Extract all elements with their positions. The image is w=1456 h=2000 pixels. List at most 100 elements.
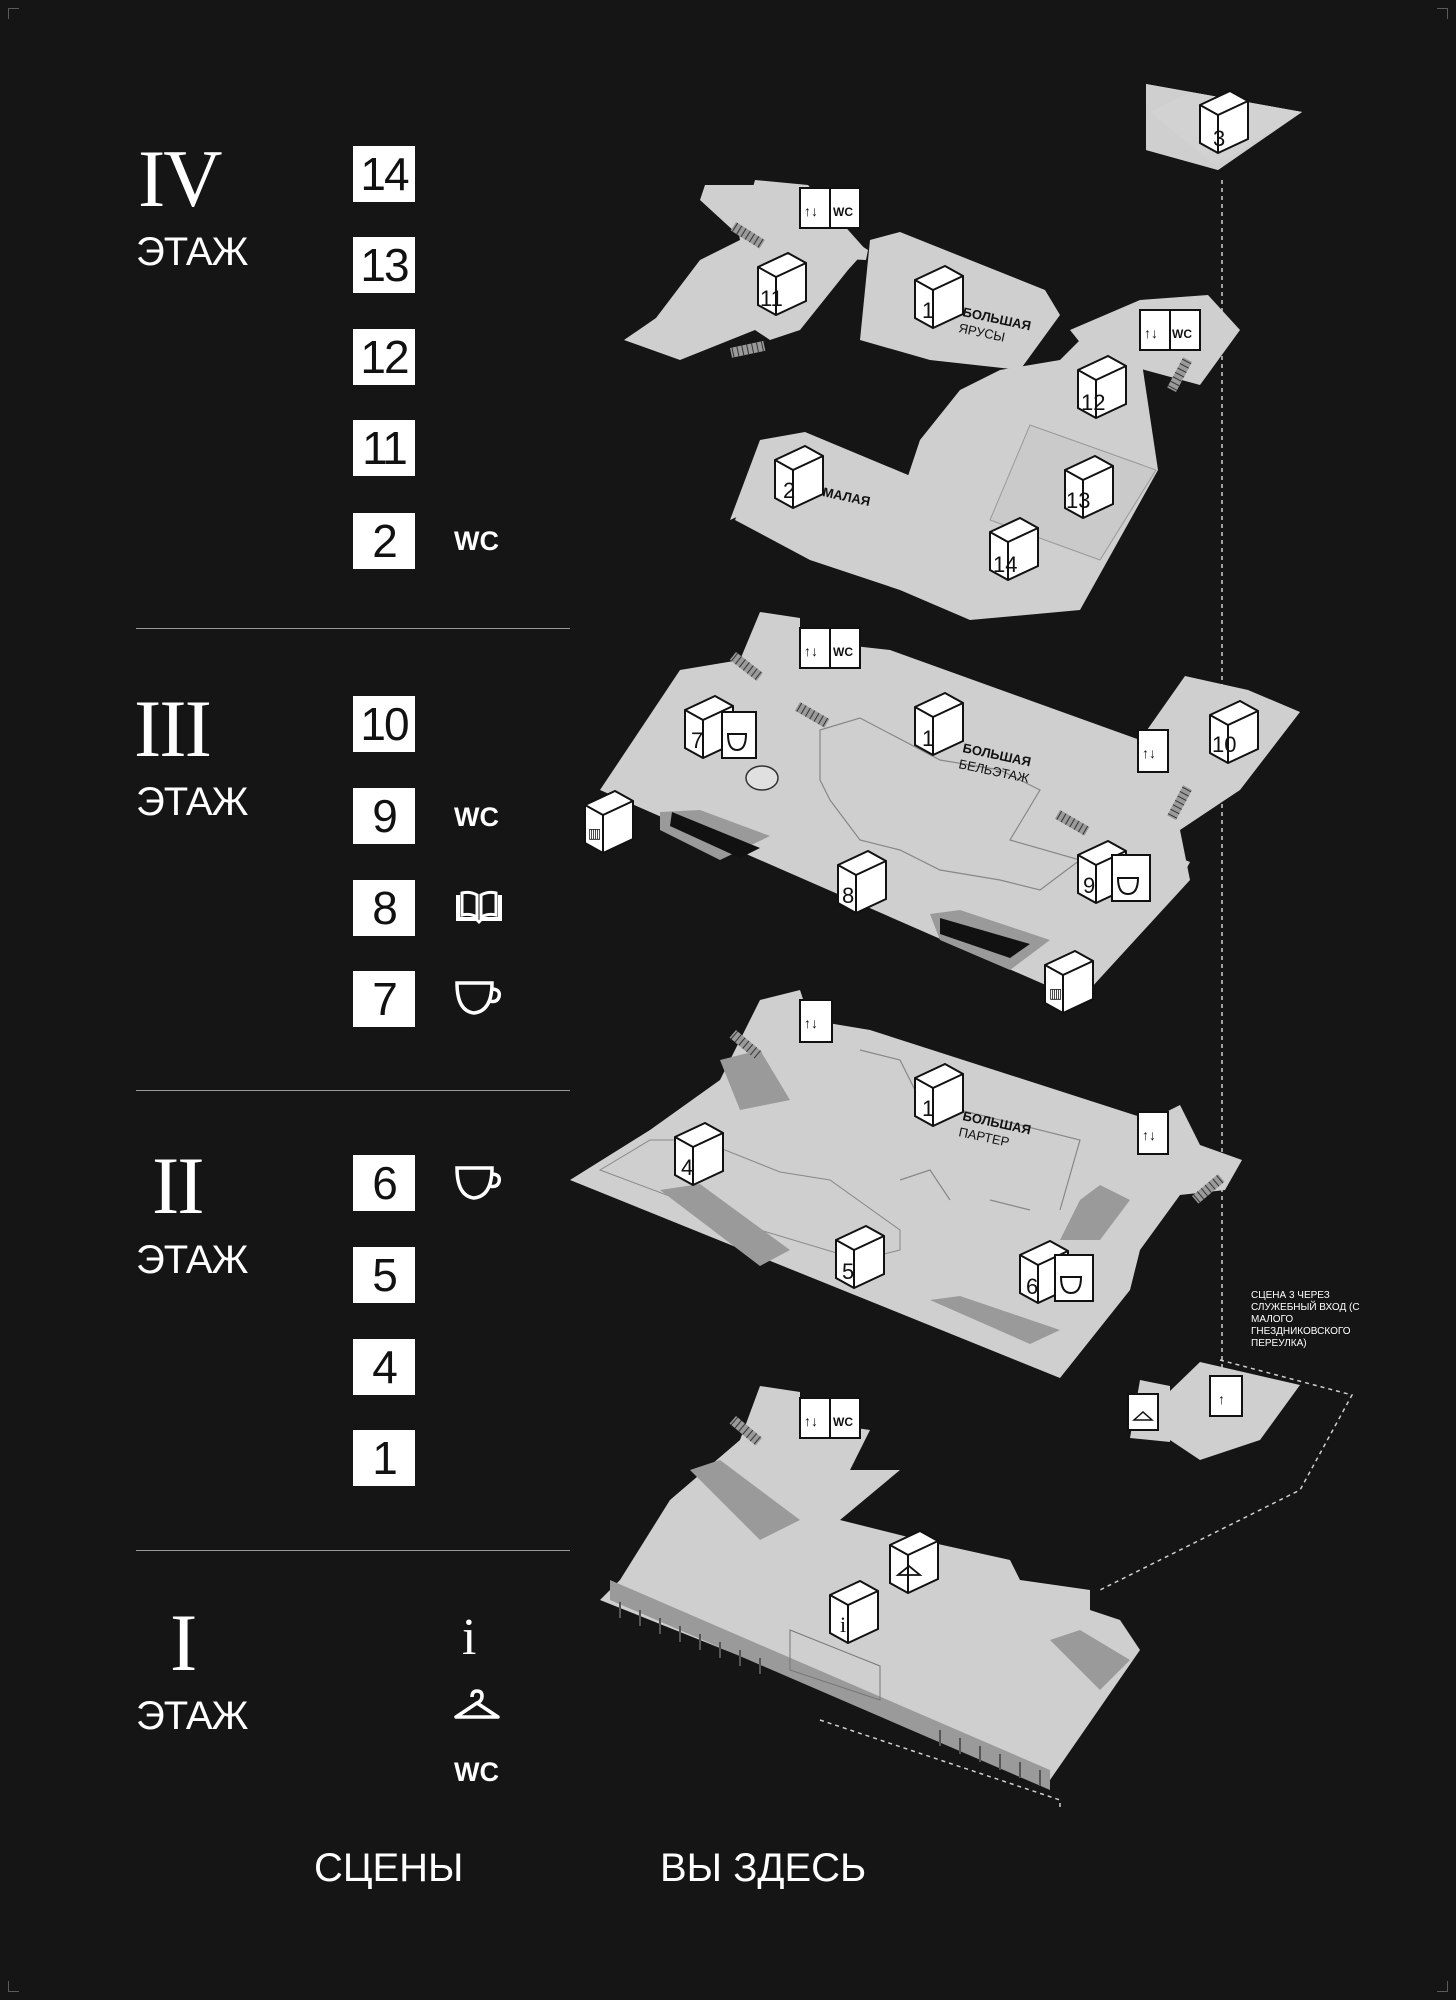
svg-text:13: 13	[1066, 488, 1090, 513]
svg-text:5: 5	[842, 1259, 854, 1284]
you-are-here-label: ВЫ ЗДЕСЬ	[660, 1846, 867, 1890]
svg-text:WC: WC	[833, 1415, 853, 1429]
scene-badge-12[interactable]: 12	[353, 329, 415, 385]
cube-4[interactable]: 4	[674, 1122, 724, 1186]
svg-text:▥: ▥	[1049, 985, 1062, 1001]
book-box: ▥	[1044, 950, 1094, 1014]
scene-badge-2[interactable]: 2	[353, 513, 415, 569]
wc-icon: WC	[454, 1757, 499, 1787]
crop-mark-top-right	[1437, 8, 1448, 19]
floor-2-plan	[570, 990, 1242, 1378]
cafe-box	[1111, 854, 1151, 902]
scene-badge-6[interactable]: 6	[353, 1155, 415, 1211]
scenes-legend-label: СЦЕНЫ	[314, 1846, 464, 1890]
scene-badge-1[interactable]: 1	[353, 1430, 415, 1486]
scene-badge-8[interactable]: 8	[353, 880, 415, 936]
elevator-box: ↑↓	[1137, 729, 1169, 773]
floor-3-plan	[600, 612, 1300, 1000]
elevator-wc-box: ↑↓ WC	[799, 187, 861, 229]
cube-5[interactable]: 5	[835, 1225, 885, 1289]
scene-badge-5[interactable]: 5	[353, 1247, 415, 1303]
crop-mark-bottom-left	[8, 1981, 19, 1992]
wc-icon: WC	[454, 802, 499, 832]
svg-text:14: 14	[993, 552, 1017, 577]
svg-text:↑↓: ↑↓	[804, 203, 818, 219]
cube-8[interactable]: 8	[837, 850, 887, 914]
svg-text:↑↓: ↑↓	[804, 1413, 818, 1429]
book-icon	[456, 890, 502, 924]
svg-text:WC: WC	[833, 645, 853, 659]
cube-12[interactable]: 12	[1077, 355, 1127, 419]
svg-text:9: 9	[1083, 873, 1095, 898]
crop-mark-top-left	[8, 8, 19, 19]
svg-text:↑↓: ↑↓	[804, 643, 818, 659]
svg-text:11: 11	[760, 286, 783, 311]
cube-3[interactable]: 3	[1199, 90, 1249, 154]
svg-text:WC: WC	[1172, 327, 1192, 341]
cup-icon	[455, 981, 502, 1015]
elevator-box: ↑↓	[1137, 1111, 1169, 1155]
cube-14[interactable]: 14	[989, 517, 1039, 581]
svg-text:▥: ▥	[588, 825, 601, 841]
scene-badge-10[interactable]: 10	[353, 696, 415, 752]
cube-2-floor4[interactable]: 2	[774, 445, 824, 509]
svg-text:↑: ↑	[1218, 1391, 1225, 1407]
floor-1-plan	[600, 1386, 1140, 1810]
scene-badge-14[interactable]: 14	[353, 146, 415, 202]
cube-9[interactable]: 9	[1077, 840, 1127, 904]
svg-text:1: 1	[922, 726, 934, 751]
cloakroom-box	[889, 1530, 939, 1594]
cube-10[interactable]: 10	[1209, 700, 1259, 764]
floor-1-label: ЭТАЖ	[136, 1694, 248, 1738]
hanger-icon	[454, 1689, 500, 1719]
floor-2-number: II	[152, 1140, 205, 1231]
scene-badge-13[interactable]: 13	[353, 237, 415, 293]
svg-text:WC: WC	[833, 205, 853, 219]
svg-text:i: i	[840, 1612, 846, 1637]
scene-badge-9[interactable]: 9	[353, 788, 415, 844]
svg-text:6: 6	[1026, 1274, 1038, 1299]
floor-1-number: I	[170, 1597, 197, 1688]
book-box: ▥	[584, 790, 634, 854]
elevator-wc-box: ↑↓ WC	[1139, 309, 1201, 351]
cube-1-floor4[interactable]: 1	[914, 265, 964, 329]
cube-7[interactable]: 7	[684, 695, 734, 759]
floor-4-plan	[624, 84, 1302, 620]
cube-13[interactable]: 13	[1064, 455, 1114, 519]
scene-badge-11[interactable]: 11	[353, 420, 415, 476]
svg-text:↑↓: ↑↓	[1142, 1127, 1156, 1143]
svg-text:3: 3	[1213, 126, 1225, 151]
floor-3-label: ЭТАЖ	[136, 780, 248, 824]
cube-6[interactable]: 6	[1019, 1240, 1069, 1304]
svg-text:1: 1	[922, 298, 934, 323]
floor-divider	[136, 1550, 570, 1551]
floor-divider	[136, 1090, 570, 1091]
cafe-box	[1054, 1254, 1094, 1302]
cube-1-floor3[interactable]: 1	[914, 692, 964, 756]
svg-text:↑↓: ↑↓	[1142, 745, 1156, 761]
svg-text:↑↓: ↑↓	[804, 1015, 818, 1031]
floor-divider	[136, 628, 570, 629]
stage-3-entrance-plan: ↑	[1099, 1359, 1354, 1591]
svg-text:7: 7	[691, 728, 703, 753]
svg-text:12: 12	[1081, 390, 1105, 415]
svg-text:2: 2	[783, 478, 795, 503]
cube-1-floor2[interactable]: 1	[914, 1063, 964, 1127]
elevator-box: ↑↓	[799, 999, 833, 1043]
cup-icon	[455, 1166, 502, 1200]
floor-4-number: IV	[138, 133, 223, 224]
floor-3-number: III	[134, 683, 212, 774]
svg-text:8: 8	[842, 883, 854, 908]
svg-text:1: 1	[922, 1096, 934, 1121]
floor-2-label: ЭТАЖ	[136, 1238, 248, 1282]
scene-badge-4[interactable]: 4	[353, 1339, 415, 1395]
crop-mark-bottom-right	[1437, 1981, 1448, 1992]
cube-11[interactable]: 11	[757, 252, 807, 316]
elevator-wc-box: ↑↓ WC	[799, 1397, 861, 1439]
svg-text:4: 4	[681, 1155, 693, 1180]
wc-icon: WC	[454, 526, 499, 556]
scene-badge-7[interactable]: 7	[353, 971, 415, 1027]
info-box: i	[829, 1580, 879, 1644]
floor-4-label: ЭТАЖ	[136, 230, 248, 274]
